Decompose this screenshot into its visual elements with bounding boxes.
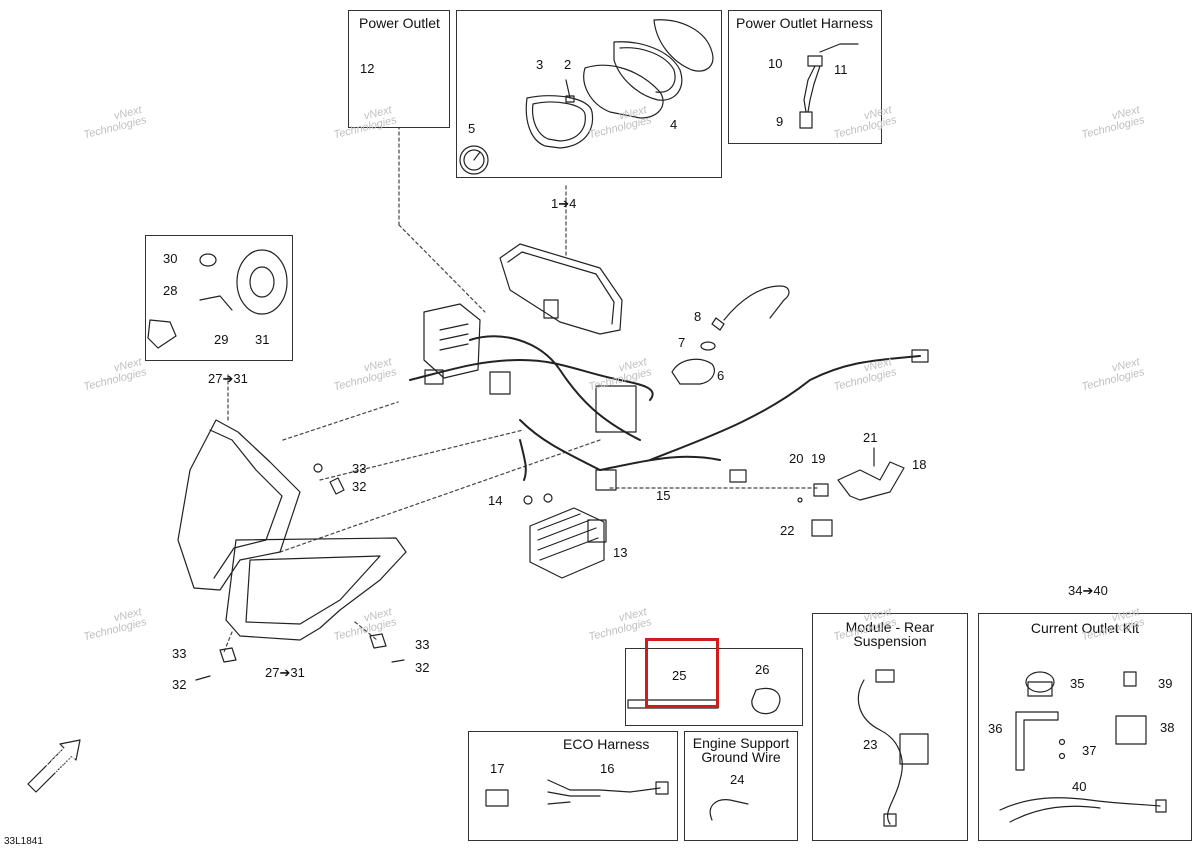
leader-lines: [223, 119, 821, 653]
nut-14a: [523, 495, 533, 505]
callout-32-lower-right[interactable]: 32: [415, 660, 430, 675]
box-title-engine-support-ground-wire: Engine Support Ground Wire: [692, 735, 790, 765]
ground-wire-part: [709, 799, 749, 821]
box-title-power-outlet: Power Outlet: [359, 15, 440, 31]
current-outlet-kit-part: [999, 671, 1167, 823]
callout-16[interactable]: 16: [600, 761, 615, 776]
callout-27-31-top[interactable]: 27➔31: [208, 371, 248, 386]
callout-1-4[interactable]: 1➔4: [551, 196, 577, 211]
callout-39[interactable]: 39: [1158, 676, 1173, 691]
callout-6[interactable]: 6: [717, 368, 725, 383]
callout-30[interactable]: 30: [163, 251, 178, 266]
callout-34-40[interactable]: 34➔40: [1068, 583, 1108, 598]
power-outlet-box: Power Outlet: [348, 10, 450, 128]
headlight-housing: [177, 419, 407, 641]
power-outlet-harness-part: [799, 43, 859, 129]
callout-5[interactable]: 5: [468, 121, 476, 136]
callout-15[interactable]: 15: [656, 488, 671, 503]
callout-33-upper[interactable]: 33: [352, 461, 367, 476]
eco-harness-part: [485, 779, 669, 807]
callout-26[interactable]: 26: [755, 662, 770, 677]
callout-29[interactable]: 29: [214, 332, 229, 347]
callout-33-lower-left[interactable]: 33: [172, 646, 187, 661]
eco-harness-box: ECO Harness: [468, 731, 678, 841]
callout-14[interactable]: 14: [488, 493, 503, 508]
sheet-code: 33L1841: [4, 836, 43, 847]
box-title-eco-harness: ECO Harness: [563, 736, 650, 752]
highlight-part-25: [645, 638, 719, 708]
callout-36[interactable]: 36: [988, 721, 1003, 736]
callout-32-upper[interactable]: 32: [352, 479, 367, 494]
callout-7[interactable]: 7: [678, 335, 686, 350]
callout-37[interactable]: 37: [1082, 743, 1097, 758]
callout-22[interactable]: 22: [780, 523, 795, 538]
callout-25[interactable]: 25: [672, 668, 687, 683]
ignition-switch: [671, 285, 790, 385]
callout-13[interactable]: 13: [613, 545, 628, 560]
harness-connector-end: [911, 349, 929, 363]
callout-17[interactable]: 17: [490, 761, 505, 776]
power-outlet-harness-box: Power Outlet Harness: [728, 10, 882, 144]
part-25-26-box: [625, 648, 803, 726]
callout-4[interactable]: 4: [670, 117, 678, 132]
callout-18[interactable]: 18: [912, 457, 927, 472]
rear-suspension-module-part: [857, 669, 929, 827]
relay-block: [423, 303, 637, 433]
callout-21[interactable]: 21: [863, 430, 878, 445]
callout-23[interactable]: 23: [863, 737, 878, 752]
callout-19[interactable]: 19: [811, 451, 826, 466]
callout-28[interactable]: 28: [163, 283, 178, 298]
callout-35[interactable]: 35: [1070, 676, 1085, 691]
cluster-exploded: [459, 19, 714, 175]
callout-40[interactable]: 40: [1072, 779, 1087, 794]
part-26-tie: [751, 687, 781, 715]
box-title-current-outlet-kit: Current Outlet Kit: [1030, 620, 1140, 636]
headlight-bulb-parts: [147, 249, 288, 349]
current-outlet-kit-box: Current Outlet Kit: [978, 613, 1192, 841]
callout-27-31-bottom[interactable]: 27➔31: [265, 665, 305, 680]
callout-10[interactable]: 10: [768, 56, 783, 71]
box-title-power-outlet-harness: Power Outlet Harness: [736, 15, 873, 31]
voltage-regulator: [529, 507, 607, 579]
callout-9[interactable]: 9: [776, 114, 784, 129]
callout-20[interactable]: 20: [789, 451, 804, 466]
bulb-box: [145, 235, 293, 361]
callout-31[interactable]: 31: [255, 332, 270, 347]
callout-33-lower-right[interactable]: 33: [415, 637, 430, 652]
front-arrow-shape: [27, 739, 81, 793]
callout-38[interactable]: 38: [1160, 720, 1175, 735]
headlight-hardware: [195, 463, 405, 681]
ground-wire-box: Engine Support Ground Wire: [684, 731, 798, 841]
nut-14b: [543, 493, 553, 503]
callout-24[interactable]: 24: [730, 772, 745, 787]
callout-12[interactable]: 12: [360, 61, 375, 76]
cluster-assembly: [499, 243, 623, 335]
harness-connector-b: [729, 469, 747, 483]
main-harness: [409, 335, 921, 481]
callout-8[interactable]: 8: [694, 309, 702, 324]
instrument-cluster-box: [456, 10, 722, 178]
callout-11[interactable]: 11: [834, 62, 848, 77]
callout-2[interactable]: 2: [564, 57, 572, 72]
brackets: [797, 447, 905, 537]
callout-3[interactable]: 3: [536, 57, 544, 72]
callout-32-lower-left[interactable]: 32: [172, 677, 187, 692]
harness-connector: [595, 469, 617, 491]
rear-suspension-box: Module - Rear Suspension: [812, 613, 968, 841]
box-title-module-rear-suspension: Module - Rear Suspension: [845, 619, 935, 649]
